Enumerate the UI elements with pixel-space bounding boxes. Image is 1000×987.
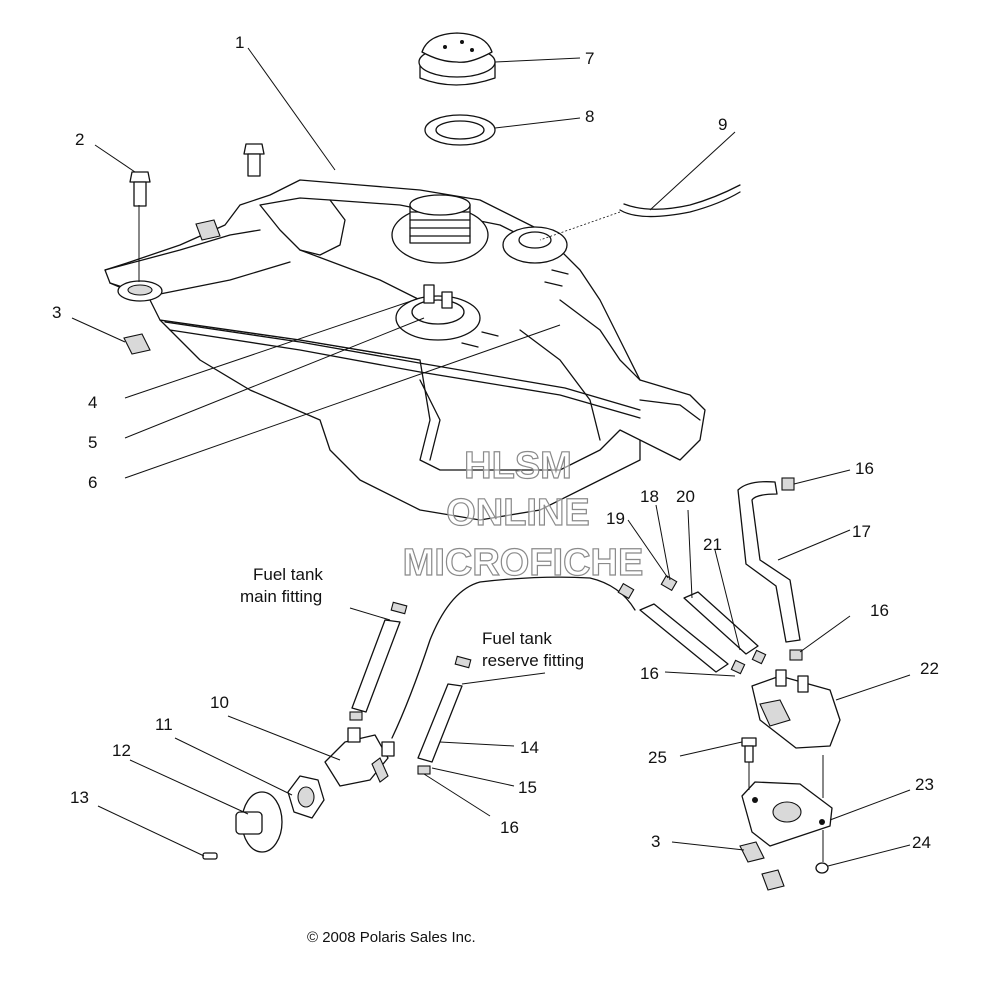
label-4: 4	[88, 393, 97, 412]
label-16-lower-left: 16	[500, 818, 519, 837]
clip-nut-left	[123, 333, 151, 355]
label-12: 12	[112, 741, 131, 760]
label-22: 22	[920, 659, 939, 678]
pump-bolt	[741, 737, 757, 763]
reserve-fitting-hose	[417, 655, 472, 775]
label-10: 10	[210, 693, 229, 712]
pump-bracket	[741, 781, 833, 847]
label-15: 15	[518, 778, 537, 797]
tank-bolt-right	[243, 143, 265, 177]
label-5: 5	[88, 433, 97, 452]
valve-knob	[235, 791, 283, 853]
label-17: 17	[852, 522, 871, 541]
pump-nut	[815, 862, 829, 874]
label-18: 18	[640, 487, 659, 506]
fuel-pump	[751, 669, 841, 749]
copyright-text: © 2008 Polaris Sales Inc.	[307, 929, 476, 946]
hose-20	[660, 574, 759, 655]
clip-nut-bracket-1	[739, 841, 765, 863]
label-16-top-right: 16	[855, 459, 874, 478]
leader-lines	[71, 47, 911, 867]
label-14: 14	[520, 738, 539, 757]
clip-nut-top	[195, 219, 221, 241]
main-fitting-note-line-2: main fitting	[240, 587, 322, 606]
label-2: 2	[75, 130, 84, 149]
label-3-top: 3	[52, 303, 61, 322]
part-labels: 1 2 3 4 5 6 7 8 9 10 11 12 13 14 15 16 1…	[52, 33, 939, 852]
label-24: 24	[912, 833, 931, 852]
knob-screw	[202, 852, 218, 860]
label-16-mid-right: 16	[870, 601, 889, 620]
hose-19	[617, 582, 729, 673]
watermark-line-2: ONLINE	[446, 492, 590, 534]
label-23: 23	[915, 775, 934, 794]
label-21: 21	[703, 535, 722, 554]
reserve-fitting-note-line-1: Fuel tank	[482, 629, 552, 648]
tank-bolt-left	[129, 171, 151, 207]
vent-line	[619, 184, 741, 218]
fuel-cap	[418, 32, 496, 86]
hose-21	[730, 649, 767, 675]
valve-supply-line	[391, 576, 636, 739]
label-19: 19	[606, 509, 625, 528]
fuel-valve	[324, 727, 395, 787]
label-1: 1	[235, 33, 244, 52]
label-11: 11	[155, 715, 173, 734]
callout-notes: Fuel tank main fitting Fuel tank reserve…	[240, 565, 584, 670]
label-25: 25	[648, 748, 667, 767]
label-3-bottom: 3	[651, 832, 660, 851]
fuel-tank	[104, 179, 706, 521]
label-8: 8	[585, 107, 594, 126]
label-6: 6	[88, 473, 97, 492]
label-9: 9	[718, 115, 727, 134]
watermark: HLSM ONLINE MICROFICHE	[402, 444, 644, 584]
label-16-mid: 16	[640, 664, 659, 683]
main-fitting-note-line-1: Fuel tank	[253, 565, 323, 584]
valve-nut	[287, 775, 325, 819]
label-7: 7	[585, 49, 594, 68]
reserve-fitting-note-line-2: reserve fitting	[482, 651, 584, 670]
watermark-line-1: HLSM	[464, 445, 572, 487]
label-13: 13	[70, 788, 89, 807]
label-20: 20	[676, 487, 695, 506]
watermark-line-3: MICROFICHE	[403, 542, 644, 584]
main-fitting-hose	[349, 601, 408, 721]
hose-17	[737, 477, 803, 661]
cap-gasket	[424, 114, 496, 146]
clip-nut-bracket-2	[761, 869, 785, 891]
